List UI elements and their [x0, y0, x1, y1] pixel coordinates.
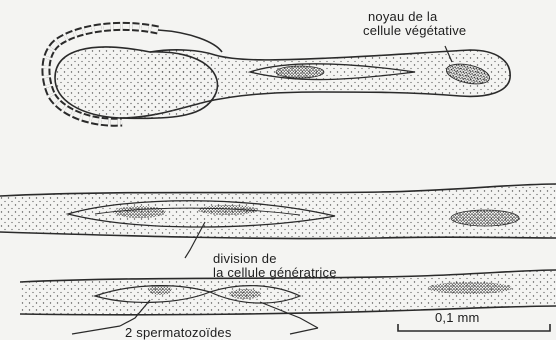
- pollen-grain: [46, 26, 510, 122]
- label-noyau-line1: noyau de la: [368, 10, 437, 23]
- vegetative-nucleus-middle: [451, 210, 519, 226]
- label-noyau-line2: cellule végétative: [363, 24, 466, 37]
- pollen-tube-middle: [0, 184, 556, 258]
- label-division-line2: la cellule génératrice: [213, 266, 337, 279]
- label-division-line1: division de: [213, 252, 277, 265]
- grain-body: [55, 47, 217, 118]
- label-spermatozoides: 2 spermatozoïdes: [125, 326, 232, 339]
- vegetative-nucleus-bottom: [428, 282, 512, 294]
- label-scale: 0,1 mm: [435, 311, 480, 324]
- scale-bar: [398, 324, 550, 331]
- generative-nucleus: [276, 66, 324, 78]
